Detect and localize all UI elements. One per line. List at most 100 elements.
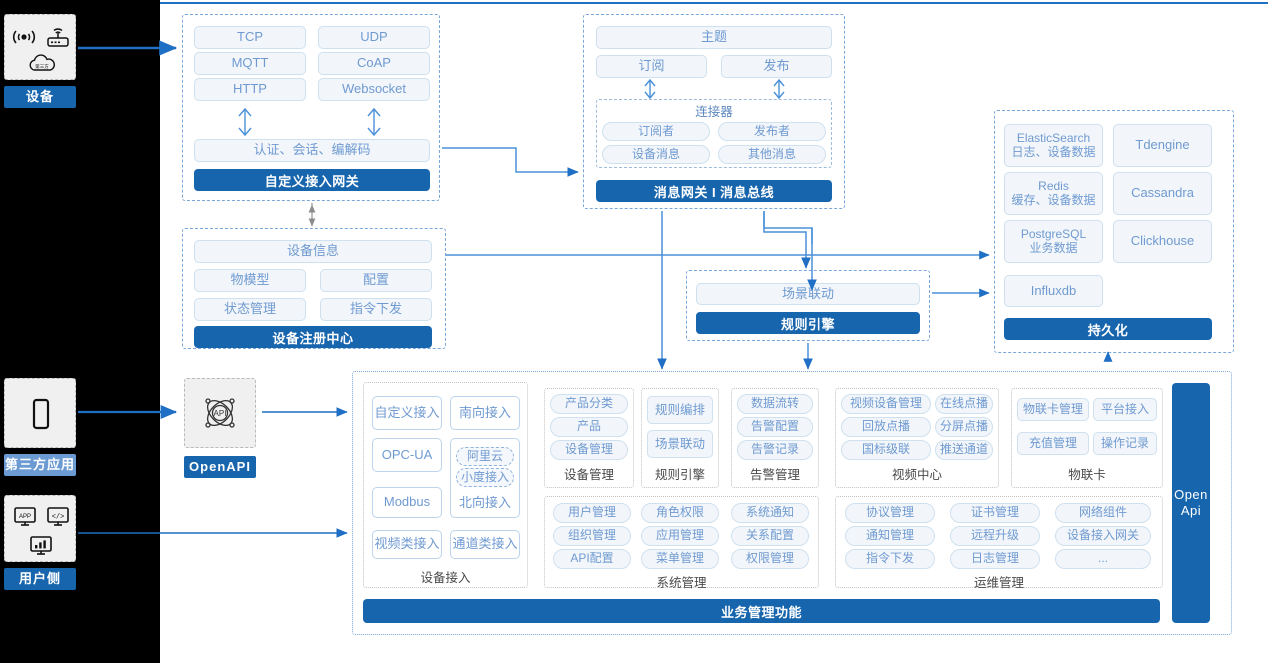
code-monitor-icon: </> (47, 507, 69, 526)
topic-publish[interactable]: 发布 (721, 55, 832, 78)
actor-user-side[interactable]: APP </> 用户侧 (4, 495, 76, 590)
actor-device[interactable]: 第三方 设备 (4, 14, 76, 108)
re-rule-orchestration[interactable]: 规则编排 (647, 396, 713, 424)
protocol-tcp[interactable]: TCP (194, 26, 306, 49)
rule-engine-bar[interactable]: 规则引擎 (696, 312, 920, 334)
om-notice-management[interactable]: 通知管理 (845, 526, 935, 546)
actor-third-party[interactable]: 第三方应用 (4, 378, 76, 476)
connector-device-message[interactable]: 设备消息 (602, 145, 710, 164)
store-tdengine[interactable]: Tdengine (1113, 124, 1212, 167)
om-more[interactable]: ... (1055, 549, 1151, 569)
am-alarm-config[interactable]: 告警配置 (737, 417, 813, 437)
om-command-dispatch[interactable]: 指令下发 (845, 549, 935, 569)
access-custom[interactable]: 自定义接入 (372, 396, 442, 430)
om-cert-management[interactable]: 证书管理 (950, 503, 1040, 523)
message-bus-bar[interactable]: 消息网关 I 消息总线 (596, 180, 832, 202)
svg-text:API: API (214, 409, 227, 418)
registry-config[interactable]: 配置 (320, 269, 432, 292)
sm-role-permission[interactable]: 角色权限 (641, 503, 719, 523)
group-device-access (363, 382, 528, 588)
om-protocol-management[interactable]: 协议管理 (845, 503, 935, 523)
ic-card-management[interactable]: 物联卡管理 (1017, 398, 1089, 421)
dm-product[interactable]: 产品 (550, 417, 628, 437)
access-xiaodu[interactable]: 小度接入 (456, 468, 514, 487)
access-aliyun[interactable]: 阿里云 (456, 447, 514, 466)
store-clickhouse[interactable]: Clickhouse (1113, 220, 1212, 263)
openapi-icon-box: API (184, 378, 256, 448)
vc-push-channel[interactable]: 推送通道 (935, 440, 993, 460)
ic-operation-log[interactable]: 操作记录 (1093, 432, 1157, 455)
gateway-middle-layer[interactable]: 认证、会话、编解码 (194, 139, 430, 162)
sm-app-management[interactable]: 应用管理 (641, 526, 719, 546)
dm-product-category[interactable]: 产品分类 (550, 394, 628, 414)
am-data-flow[interactable]: 数据流转 (737, 394, 813, 414)
openapi-block[interactable]: API OpenAPI (184, 378, 256, 478)
svg-text:第三方: 第三方 (35, 63, 49, 70)
chart-monitor-icon (30, 536, 52, 555)
sm-user-management[interactable]: 用户管理 (553, 503, 631, 523)
sm-org-management[interactable]: 组织管理 (553, 526, 631, 546)
registry-bar[interactable]: 设备注册中心 (194, 326, 432, 348)
access-video[interactable]: 视频类接入 (372, 530, 442, 559)
vc-gb-cascade[interactable]: 国标级联 (841, 440, 931, 460)
sm-permission-management[interactable]: 权限管理 (731, 549, 809, 569)
protocol-coap[interactable]: CoAP (318, 52, 430, 75)
ic-recharge-management[interactable]: 充值管理 (1017, 432, 1089, 455)
actor-label-third-party: 第三方应用 (4, 454, 76, 476)
sm-system-notice[interactable]: 系统通知 (731, 503, 809, 523)
protocol-websocket[interactable]: Websocket (318, 78, 430, 101)
connector-subscriber[interactable]: 订阅者 (602, 122, 710, 141)
connector-publisher[interactable]: 发布者 (718, 122, 826, 141)
om-network-component[interactable]: 网络组件 (1055, 503, 1151, 523)
access-southbound[interactable]: 南向接入 (450, 396, 520, 430)
store-name: Redis (1038, 178, 1069, 193)
vc-split-screen[interactable]: 分屏点播 (935, 417, 993, 437)
cloud-icon: 第三方 (29, 54, 55, 71)
om-remote-upgrade[interactable]: 远程升级 (950, 526, 1040, 546)
open-api-side-bar[interactable]: Open Api (1172, 383, 1210, 623)
topic-chip[interactable]: 主题 (596, 26, 832, 49)
device-registry-panel (182, 228, 446, 349)
business-function-bar[interactable]: 业务管理功能 (363, 599, 1160, 623)
am-alarm-record[interactable]: 告警记录 (737, 440, 813, 460)
connector-other-message[interactable]: 其他消息 (718, 145, 826, 164)
open-api-line2: Api (1180, 503, 1202, 518)
om-device-access-gateway[interactable]: 设备接入网关 (1055, 526, 1151, 546)
vc-playback[interactable]: 回放点播 (841, 417, 931, 437)
protocol-udp[interactable]: UDP (318, 26, 430, 49)
sm-relation-config[interactable]: 关系配置 (731, 526, 809, 546)
rule-engine-scene-linkage[interactable]: 场景联动 (696, 283, 920, 305)
re-scene-linkage[interactable]: 场景联动 (647, 430, 713, 458)
om-log-management[interactable]: 日志管理 (950, 549, 1040, 569)
protocol-mqtt[interactable]: MQTT (194, 52, 306, 75)
store-redis[interactable]: Redis 缓存、设备数据 (1004, 172, 1103, 215)
svg-text:APP: APP (19, 514, 31, 520)
caption-video-center: 视频中心 (891, 468, 942, 482)
protocol-http[interactable]: HTTP (194, 78, 306, 101)
access-opcua[interactable]: OPC-UA (372, 438, 442, 472)
caption-iot-card: 物联卡 (1068, 468, 1106, 482)
persistence-bar[interactable]: 持久化 (1004, 318, 1212, 340)
dm-device-management[interactable]: 设备管理 (550, 440, 628, 460)
registry-state-mgmt[interactable]: 状态管理 (194, 298, 306, 321)
openapi-label: OpenAPI (184, 456, 256, 478)
access-modbus[interactable]: Modbus (372, 487, 442, 518)
sm-menu-management[interactable]: 菜单管理 (641, 549, 719, 569)
store-influxdb[interactable]: Influxdb (1004, 275, 1103, 307)
store-cassandra[interactable]: Cassandra (1113, 172, 1212, 215)
group-video-center (835, 388, 999, 488)
gateway-bar[interactable]: 自定义接入网关 (194, 169, 430, 191)
third-party-icon-box (4, 378, 76, 448)
sm-api-config[interactable]: API配置 (553, 549, 631, 569)
ic-platform-access[interactable]: 平台接入 (1093, 398, 1157, 421)
vc-video-device-mgmt[interactable]: 视频设备管理 (841, 394, 931, 414)
registry-device-info[interactable]: 设备信息 (194, 240, 432, 263)
registry-command-dispatch[interactable]: 指令下发 (320, 298, 432, 321)
topic-subscribe[interactable]: 订阅 (596, 55, 707, 78)
store-postgresql[interactable]: PostgreSQL 业务数据 (1004, 220, 1103, 263)
access-channel[interactable]: 通道类接入 (450, 530, 520, 559)
store-elasticsearch[interactable]: ElasticSearch 日志、设备数据 (1004, 124, 1103, 167)
group-device-management (544, 388, 634, 488)
registry-thing-model[interactable]: 物模型 (194, 269, 306, 292)
vc-live-vod[interactable]: 在线点播 (935, 394, 993, 414)
